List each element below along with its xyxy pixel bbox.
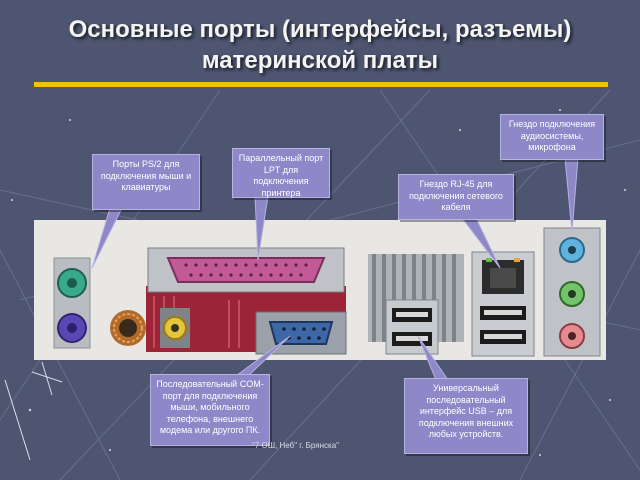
slide-title: Основные порты (интерфейсы, разъемы) мат… bbox=[40, 14, 600, 76]
rca-jack bbox=[160, 308, 190, 348]
callout-rj45-text: Гнездо RJ-45 для подключения сетевого ка… bbox=[409, 179, 503, 212]
lpt-port bbox=[147, 247, 345, 293]
ps2-ports bbox=[53, 257, 91, 349]
slide-title-line-1: Основные порты (интерфейсы, разъемы) bbox=[68, 16, 572, 43]
motherboard-back-panel bbox=[34, 220, 606, 360]
inductor-coil bbox=[110, 310, 146, 346]
footer-watermark: "7 ОШ, Неб" г. Брянска" bbox=[252, 441, 340, 450]
callout-lpt-text: Параллельный порт LPT для подключения пр… bbox=[238, 153, 324, 198]
callout-usb-text: Универсальный последовательный интерфейс… bbox=[418, 383, 514, 439]
com-port bbox=[255, 311, 347, 355]
callout-usb: Универсальный последовательный интерфейс… bbox=[404, 378, 528, 454]
slide-title-line-2: материнской платы bbox=[201, 47, 439, 74]
callout-lpt: Параллельный порт LPT для подключения пр… bbox=[232, 148, 330, 198]
callout-ps2: Порты PS/2 для подключения мыши и клавиа… bbox=[92, 154, 200, 210]
callout-com: Последовательный COM-порт для подключени… bbox=[150, 374, 270, 446]
title-underline bbox=[34, 82, 608, 87]
callout-audio: Гнездо подключения аудиосистемы, микрофо… bbox=[500, 114, 604, 160]
callout-rj45: Гнездо RJ-45 для подключения сетевого ка… bbox=[398, 174, 514, 220]
callout-audio-text: Гнездо подключения аудиосистемы, микрофо… bbox=[508, 119, 596, 152]
rj45-usb-stack bbox=[471, 251, 535, 357]
callout-ps2-text: Порты PS/2 для подключения мыши и клавиа… bbox=[100, 159, 192, 192]
usb-ports-left bbox=[385, 299, 439, 355]
audio-jacks bbox=[543, 227, 601, 357]
callout-com-text: Последовательный COM-порт для подключени… bbox=[156, 379, 264, 435]
